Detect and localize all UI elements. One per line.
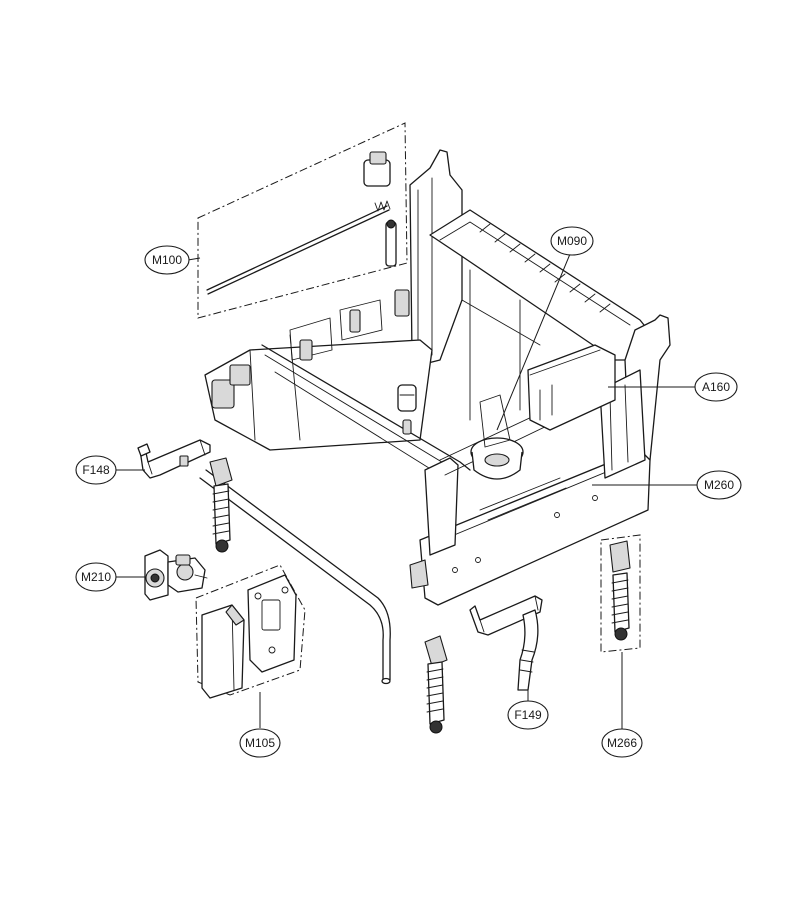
part-m266-assembly — [600, 534, 641, 653]
part-m100-assembly — [197, 122, 408, 319]
label-m266: M266 — [607, 736, 637, 750]
part-m210-valve — [144, 549, 208, 601]
part-long-rod — [199, 469, 391, 685]
part-leveling-foot-left — [209, 457, 233, 553]
callout-m210: M210 — [75, 562, 117, 592]
callout-m090: M090 — [550, 226, 594, 256]
label-m105: M105 — [245, 736, 275, 750]
part-f149-bracket — [469, 595, 543, 691]
label-m100: M100 — [152, 253, 182, 267]
part-f148-bracket — [137, 439, 211, 479]
callout-m100: M100 — [144, 245, 190, 275]
callout-m266: M266 — [601, 728, 643, 758]
callout-a160: A160 — [694, 372, 738, 402]
callout-m105: M105 — [239, 728, 281, 758]
label-m260: M260 — [704, 478, 734, 492]
label-f149: F149 — [514, 708, 542, 722]
callout-f148: F148 — [75, 455, 117, 485]
label-m210: M210 — [81, 570, 111, 584]
label-m090: M090 — [557, 234, 587, 248]
label-a160: A160 — [702, 380, 730, 394]
label-f148: F148 — [82, 463, 110, 477]
leader-lines — [115, 253, 697, 730]
part-m260-base-frame — [204, 149, 671, 606]
callout-f149: F149 — [507, 700, 549, 730]
part-leveling-foot-center — [424, 635, 448, 734]
callout-m260: M260 — [696, 470, 742, 500]
part-m105-assembly — [195, 564, 306, 699]
